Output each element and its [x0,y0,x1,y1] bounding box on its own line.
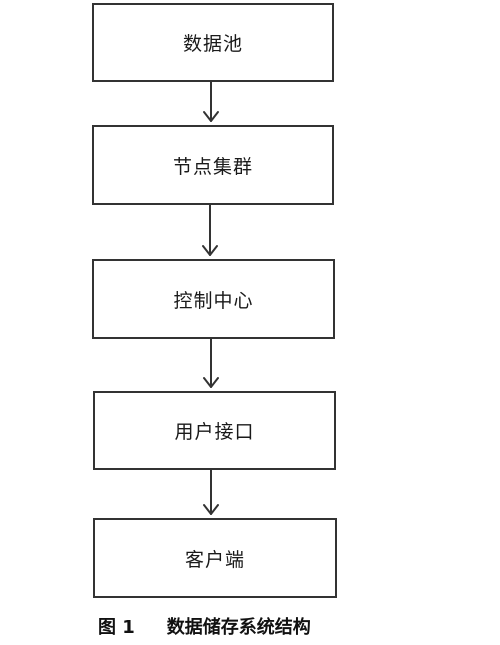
figure-number: 图 1 [98,617,135,638]
node-user-interface: 用户接口 [93,391,336,470]
arrow-n4-n5 [203,469,219,515]
node-client: 客户端 [93,518,337,598]
node-data-pool: 数据池 [92,3,334,82]
arrow-n2-n3 [202,204,218,256]
node-label: 用户接口 [174,421,255,443]
node-node-cluster: 节点集群 [92,125,334,205]
node-label: 客户端 [184,548,245,571]
node-label: 控制中心 [173,289,254,312]
figure-title: 数据储存系统结构 [166,617,311,638]
node-label: 节点集群 [172,155,253,178]
arrow-n1-n2 [203,81,219,122]
figure-caption: 图 1 数据储存系统结构 [98,613,311,639]
node-label: 数据池 [182,33,243,55]
arrow-n3-n4 [203,338,219,388]
node-control-center: 控制中心 [92,259,335,339]
